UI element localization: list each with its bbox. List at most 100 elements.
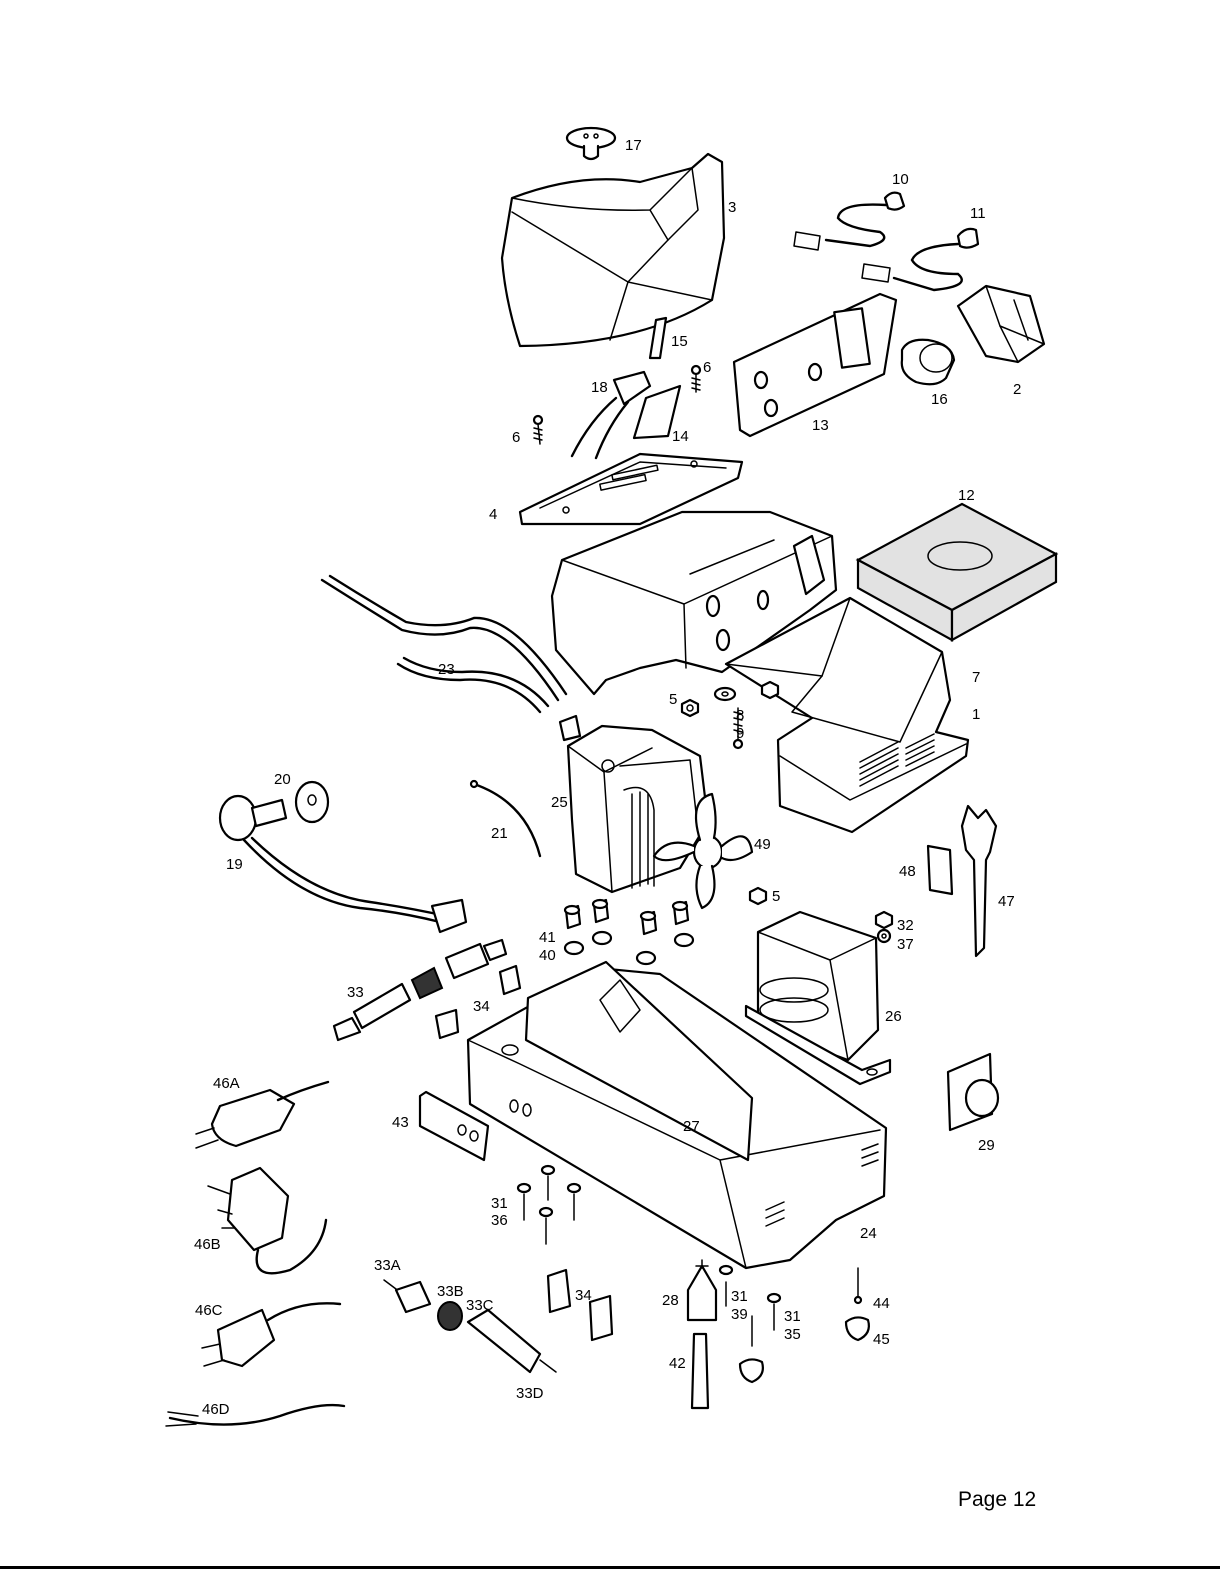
- label-11: 11: [970, 205, 986, 222]
- label-33D: 33D: [516, 1385, 544, 1402]
- page-number: Page 12: [958, 1488, 1036, 1512]
- label-15: 15: [671, 333, 688, 350]
- part-34-clips-lower: [548, 1270, 612, 1340]
- part-33A-fitting: [384, 1280, 430, 1312]
- label-8: 8: [736, 707, 744, 724]
- part-13-faceplate: [734, 294, 896, 436]
- part-32-nut: [876, 912, 892, 928]
- part-28-connector: [688, 1260, 716, 1320]
- label-20: 20: [274, 771, 291, 788]
- label-31a: 31: [491, 1195, 508, 1212]
- label-46C: 46C: [195, 1302, 223, 1319]
- part-31-36-screws: [518, 1166, 580, 1244]
- label-45: 45: [873, 1331, 890, 1348]
- label-13: 13: [812, 417, 829, 434]
- label-5b: 5: [772, 888, 780, 905]
- part-23-tubing: [322, 576, 566, 712]
- part-20-washer: [296, 782, 328, 822]
- label-33A: 33A: [374, 1257, 401, 1274]
- label-40: 40: [539, 947, 556, 964]
- label-44: 44: [873, 1295, 890, 1312]
- label-6b: 6: [512, 429, 520, 446]
- label-25: 25: [551, 794, 568, 811]
- label-19: 19: [226, 856, 243, 873]
- label-12: 12: [958, 487, 975, 504]
- part-37-lockwasher: [878, 930, 890, 942]
- label-34b: 34: [575, 1287, 592, 1304]
- label-26: 26: [885, 1008, 902, 1025]
- part-40-grommets: [565, 932, 693, 964]
- part-nut-upper: [762, 682, 778, 698]
- label-18: 18: [591, 379, 608, 396]
- label-21: 21: [491, 825, 508, 842]
- part-11-lamp: [862, 229, 978, 290]
- label-10: 10: [892, 171, 909, 188]
- part-33D-body: [468, 1310, 556, 1372]
- label-3: 3: [728, 199, 736, 216]
- label-49: 49: [754, 836, 771, 853]
- label-7: 7: [972, 669, 980, 686]
- label-2: 2: [1013, 381, 1021, 398]
- part-29-connector: [948, 1054, 998, 1130]
- part-25-pump: [560, 716, 708, 892]
- part-6-screw-lower: [534, 416, 542, 444]
- label-43: 43: [392, 1114, 409, 1131]
- bottom-rule: [0, 1566, 1220, 1569]
- label-48: 48: [899, 863, 916, 880]
- part-41-standoffs: [565, 900, 688, 934]
- part-17-cap: [567, 128, 615, 159]
- part-6-screw-upper: [692, 366, 700, 392]
- label-33B: 33B: [437, 1283, 464, 1300]
- part-3-reservoir: [502, 154, 724, 346]
- label-36: 36: [491, 1212, 508, 1229]
- part-44-screw: [855, 1268, 861, 1303]
- part-2-switch: [958, 286, 1044, 362]
- label-31c: 31: [784, 1308, 801, 1325]
- part-46D-cord: [166, 1405, 344, 1426]
- label-46D: 46D: [202, 1401, 230, 1418]
- label-34a: 34: [473, 998, 490, 1015]
- label-5a: 5: [669, 691, 677, 708]
- label-31b: 31: [731, 1288, 748, 1305]
- part-19-potentiometer: [220, 796, 466, 932]
- label-17: 17: [625, 137, 642, 154]
- part-5-nut: [682, 700, 698, 716]
- part-21-probe: [471, 781, 540, 856]
- part-48-label: [928, 846, 952, 894]
- label-41: 41: [539, 929, 556, 946]
- label-28: 28: [662, 1292, 679, 1309]
- label-29: 29: [978, 1137, 995, 1154]
- part-46B-plug: [208, 1168, 326, 1273]
- label-35: 35: [784, 1326, 801, 1343]
- part-8-washer: [715, 688, 735, 700]
- label-33C: 33C: [466, 1297, 494, 1314]
- part-42-fuse: [692, 1334, 708, 1408]
- label-24: 24: [860, 1225, 877, 1242]
- label-9: 9: [736, 725, 744, 742]
- label-14: 14: [672, 428, 689, 445]
- part-10-lamp: [794, 193, 904, 250]
- label-1: 1: [972, 706, 980, 723]
- label-47: 47: [998, 893, 1015, 910]
- label-4: 4: [489, 506, 497, 523]
- label-32: 32: [897, 917, 914, 934]
- part-16-knob: [902, 340, 954, 385]
- label-27: 27: [683, 1118, 700, 1135]
- part-foot-small: [740, 1359, 763, 1382]
- part-46C-plug: [202, 1303, 340, 1366]
- label-46A: 46A: [213, 1075, 240, 1092]
- label-33: 33: [347, 984, 364, 1001]
- label-46B: 46B: [194, 1236, 221, 1253]
- label-39: 39: [731, 1306, 748, 1323]
- part-18-sensor: [572, 372, 650, 458]
- label-6a: 6: [703, 359, 711, 376]
- part-35-screw: [752, 1294, 780, 1346]
- label-16: 16: [931, 391, 948, 408]
- label-37: 37: [897, 936, 914, 953]
- part-5-nut-lower: [750, 888, 766, 904]
- label-23: 23: [438, 661, 455, 678]
- part-33B-ring: [438, 1302, 462, 1330]
- label-42: 42: [669, 1355, 686, 1372]
- part-45-foot: [846, 1317, 869, 1340]
